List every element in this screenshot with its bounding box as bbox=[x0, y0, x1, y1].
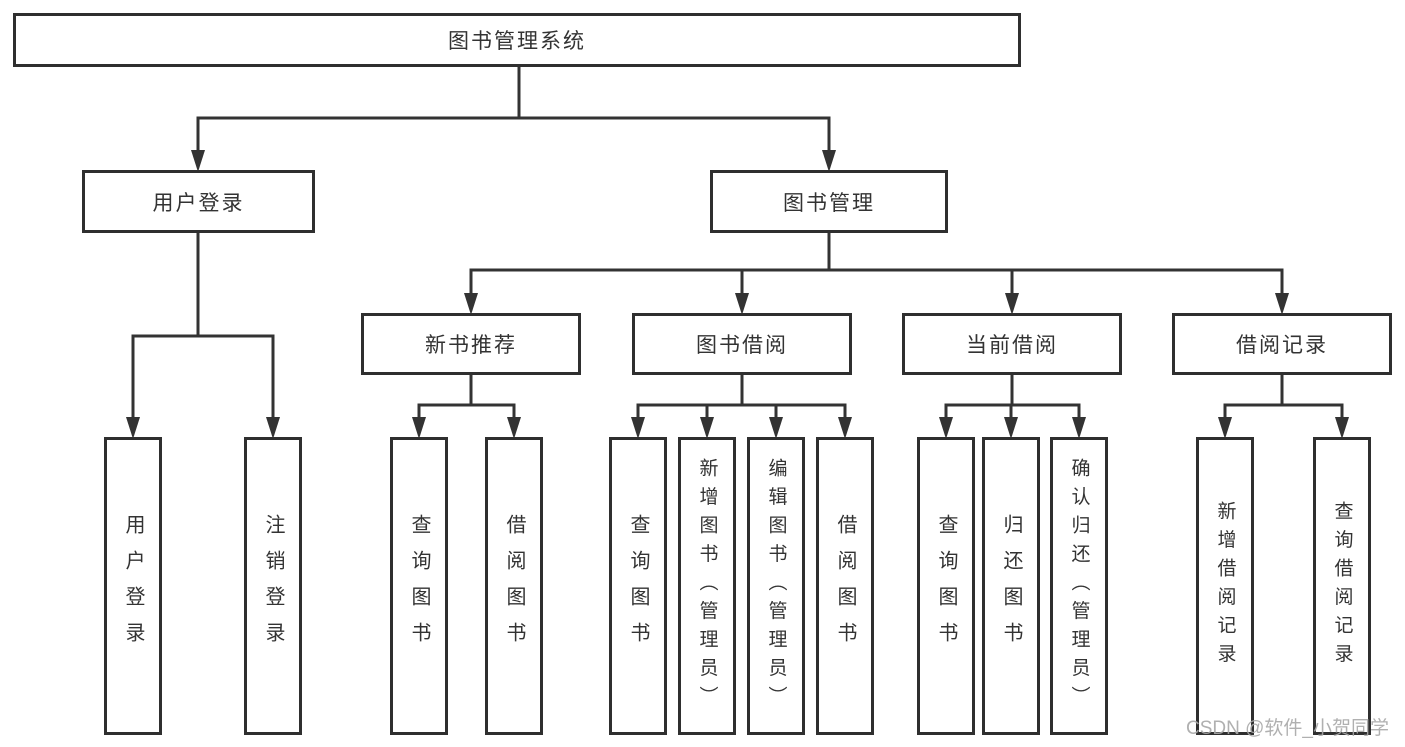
leaf-return-book: 归还图书 bbox=[982, 437, 1040, 735]
node-user-login: 用户登录 bbox=[82, 170, 315, 233]
leaf-borrow-books-recommend: 借阅图书 bbox=[485, 437, 543, 735]
csdn-watermark: CSDN @软件_小贺同学 bbox=[1186, 718, 1389, 739]
leaf-query-books-recommend: 查询图书 bbox=[390, 437, 448, 735]
leaf-confirm-return-admin: 确认归还（管理员） bbox=[1050, 437, 1108, 735]
leaf-logout: 注销登录 bbox=[244, 437, 302, 735]
node-root-system: 图书管理系统 bbox=[13, 13, 1021, 67]
connector-arrowheads bbox=[126, 150, 1349, 439]
leaf-user-login: 用户登录 bbox=[104, 437, 162, 735]
connector-trunks bbox=[131, 66, 1344, 421]
leaf-add-book-admin: 新增图书（管理员） bbox=[678, 437, 736, 735]
node-borrowing-records: 借阅记录 bbox=[1172, 313, 1392, 375]
leaf-query-books-current: 查询图书 bbox=[917, 437, 975, 735]
leaf-add-borrow-record: 新增借阅记录 bbox=[1196, 437, 1254, 735]
node-book-management: 图书管理 bbox=[710, 170, 948, 233]
node-new-book-recommend: 新书推荐 bbox=[361, 313, 581, 375]
node-book-borrowing: 图书借阅 bbox=[632, 313, 852, 375]
leaf-borrow-books: 借阅图书 bbox=[816, 437, 874, 735]
leaf-query-borrow-record: 查询借阅记录 bbox=[1313, 437, 1371, 735]
leaf-query-books-borrowing: 查询图书 bbox=[609, 437, 667, 735]
leaf-edit-book-admin: 编辑图书（管理员） bbox=[747, 437, 805, 735]
node-current-borrowing: 当前借阅 bbox=[902, 313, 1122, 375]
